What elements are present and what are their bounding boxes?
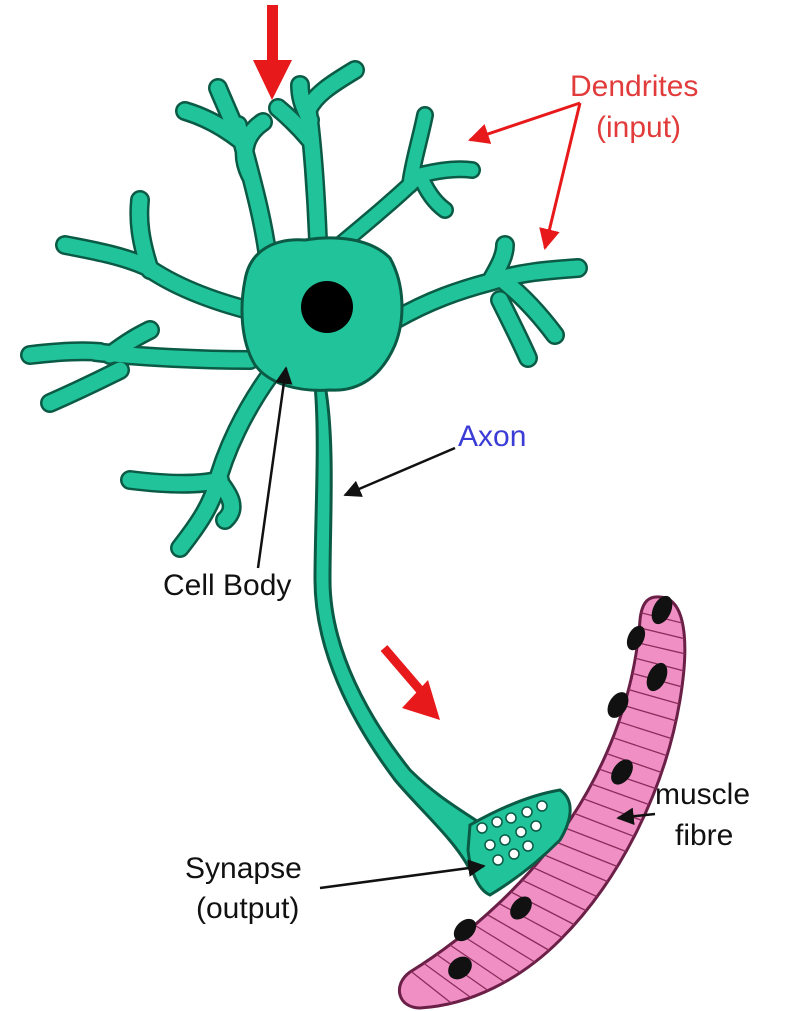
synapse-label: Synapse: [185, 852, 302, 885]
axon-pointer: [345, 448, 455, 495]
dendrite-pointers: [470, 103, 580, 248]
nucleus: [301, 281, 353, 333]
axon-signal-arrow: [384, 648, 440, 720]
neuron: [30, 70, 578, 895]
axon-label: Axon: [458, 420, 526, 453]
axon: [315, 385, 490, 870]
synapse-sublabel: (output): [196, 892, 299, 925]
synapse-pointer: [320, 866, 484, 888]
input-signal-arrow: [253, 5, 292, 100]
fibre-label: fibre: [675, 819, 733, 852]
cell-body-label: Cell Body: [163, 569, 291, 602]
dendrites-sublabel: (input): [596, 111, 681, 144]
dendrites-label: Dendrites: [570, 70, 698, 103]
muscle-label: muscle: [655, 778, 750, 811]
